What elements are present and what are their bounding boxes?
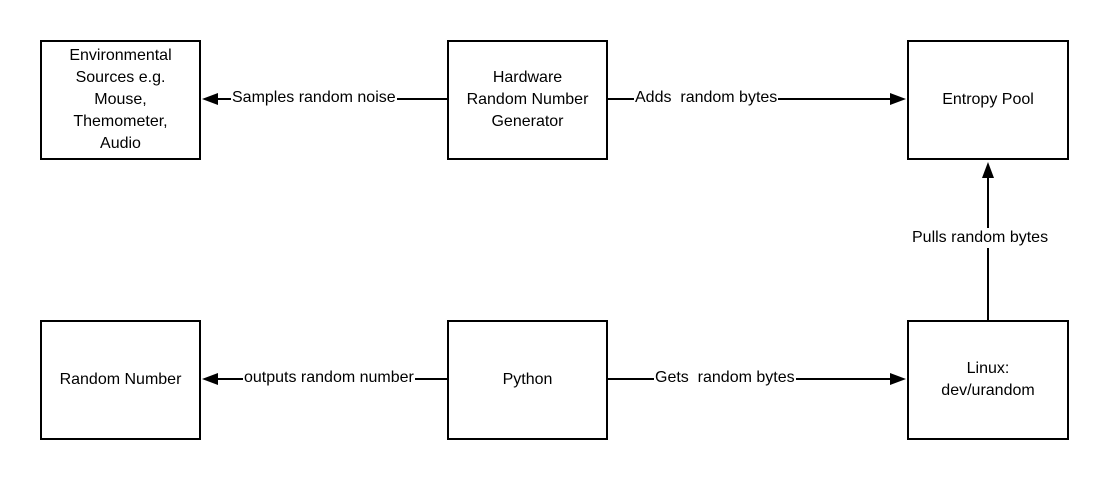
node-random-number: Random Number (40, 320, 201, 440)
node-text-line: Random Number (59, 371, 182, 388)
node-text-line: dev/urandom (941, 382, 1035, 399)
edge-label-outputs: outputs random number (243, 368, 415, 388)
node-text-line: Linux: (966, 360, 1010, 377)
node-text-line: Mouse, (94, 91, 147, 108)
node-hardware-rng: Hardware Random Number Generator (447, 40, 608, 160)
node-text-line: Entropy Pool (942, 91, 1034, 108)
node-text-line: Generator (491, 113, 564, 130)
node-text-line: Sources e.g. (75, 69, 166, 86)
node-text-line: Python (502, 371, 553, 388)
node-text-line: Audio (100, 135, 141, 152)
node-text-line: Environmental (69, 47, 172, 64)
edge-label-samples: Samples random noise (231, 88, 397, 108)
edge-samples-arrowhead (202, 93, 218, 105)
edge-adds-arrowhead (890, 93, 906, 105)
node-linux-urandom: Linux: dev/urandom (907, 320, 1069, 440)
node-text-line: Themometer, (73, 113, 168, 130)
node-environmental-sources: Environmental Sources e.g. Mouse, Themom… (40, 40, 201, 160)
node-entropy-pool: Entropy Pool (907, 40, 1069, 160)
edge-pulls-arrowhead (982, 162, 994, 178)
edge-outputs-arrowhead (202, 373, 218, 385)
edge-label-pulls: Pulls random bytes (911, 228, 1050, 248)
edge-gets-arrowhead (890, 373, 906, 385)
edge-label-gets: Gets random bytes (654, 368, 796, 388)
node-text-line: Hardware (492, 69, 563, 86)
edge-label-adds: Adds random bytes (634, 88, 779, 108)
node-text-line: Random Number (466, 91, 589, 108)
node-python: Python (447, 320, 608, 440)
